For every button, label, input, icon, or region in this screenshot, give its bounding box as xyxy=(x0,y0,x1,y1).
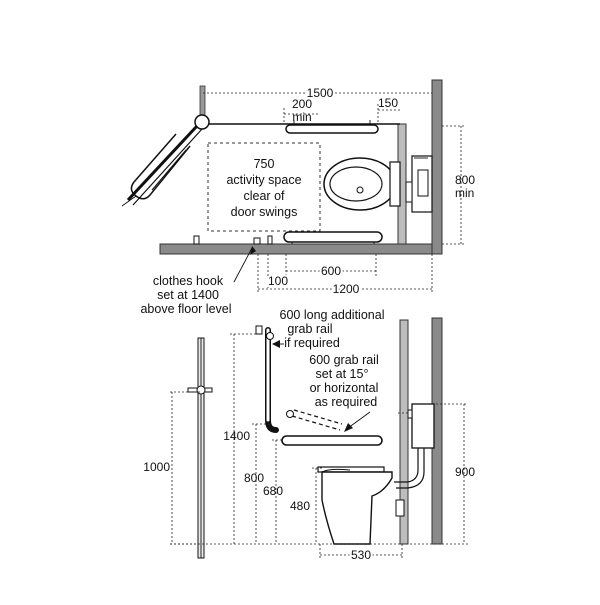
activity-space-line-1: 750 xyxy=(254,157,275,171)
clothes-hook-note: clothes hook set at 1400 above floor lev… xyxy=(140,246,256,316)
plan-wc-pan xyxy=(323,157,401,211)
dim-100: 100 xyxy=(268,274,288,288)
activity-space-line-3: clear of xyxy=(244,189,286,203)
dim-1200: 1200 xyxy=(333,282,360,296)
dim-900: 900 xyxy=(455,465,475,479)
clothes-hook-line-2: set at 1400 xyxy=(157,288,219,302)
plan-bottom-grab-rail xyxy=(283,231,383,243)
angled-rail-line-1: 600 grab rail xyxy=(309,353,379,367)
clothes-hook-arrow-icon xyxy=(250,246,256,255)
plan-view: 750 activity space clear of door swings xyxy=(121,79,475,298)
angled-rail-arrow-icon xyxy=(344,423,353,432)
dim-680: 680 xyxy=(263,484,283,498)
elevation-wc-pan xyxy=(317,466,393,545)
dim-200: 200 xyxy=(292,97,312,111)
dim-600-plan: 600 xyxy=(321,264,341,278)
dim-1000: 1000 xyxy=(143,460,170,474)
dim-480: 480 xyxy=(290,499,310,513)
dim-150: 150 xyxy=(378,96,398,110)
horizontal-grab-rail xyxy=(281,435,383,446)
activity-space-line-4: door swings xyxy=(231,205,298,219)
additional-rail-note: 600 long additional grab rail if require… xyxy=(272,308,384,350)
dim-800-elev: 800 xyxy=(244,471,264,485)
angled-rail-note: 600 grab rail set at 15° or horizontal a… xyxy=(309,353,379,432)
clothes-hook-line-3: above floor level xyxy=(140,302,231,316)
dim-200-min: min xyxy=(292,110,311,124)
plan-cistern xyxy=(405,155,433,213)
clothes-hook-line-1: clothes hook xyxy=(153,274,224,288)
plan-basin-fittings xyxy=(193,235,273,245)
vertical-grab-rail xyxy=(255,325,279,433)
angled-rail-line-2: set at 15° xyxy=(316,367,369,381)
dim-800-min: min xyxy=(455,186,474,200)
angled-rail-line-4: as required xyxy=(315,395,378,409)
elevation-view: 1000 1400 800 680 480 900 530 xyxy=(143,317,475,564)
plan-floor-wall xyxy=(159,243,443,255)
plan-open-door xyxy=(121,124,203,207)
activity-space-box xyxy=(207,142,321,232)
elevation-cistern xyxy=(394,403,435,517)
plan-top-grab-rail xyxy=(285,124,379,134)
additional-rail-line-3: if required xyxy=(284,336,340,350)
angled-grab-rail-option xyxy=(286,409,343,431)
activity-space-line-2: activity space xyxy=(226,173,301,187)
dim-530: 530 xyxy=(351,548,371,562)
elevation-door-handle xyxy=(187,385,213,395)
plan-right-wall xyxy=(431,79,443,255)
additional-rail-line-2: grab rail xyxy=(287,322,332,336)
additional-rail-line-1: 600 long additional xyxy=(280,308,385,322)
additional-rail-arrow-icon xyxy=(272,340,280,348)
angled-rail-line-3: or horizontal xyxy=(310,381,379,395)
dim-800: 800 xyxy=(455,173,475,187)
dim-1400: 1400 xyxy=(223,429,250,443)
dim-1500: 1500 xyxy=(307,86,334,100)
